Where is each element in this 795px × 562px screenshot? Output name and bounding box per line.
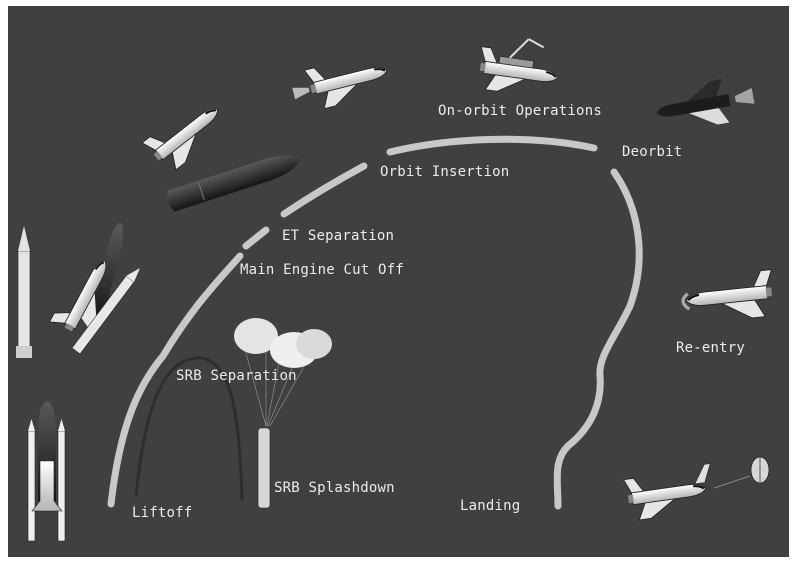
- drag-chute-icon: [714, 457, 769, 488]
- shuttle-separation-icon: [50, 223, 140, 354]
- shuttle-orbiting-icon: [289, 51, 392, 115]
- label-main-engine-cut-off: Main Engine Cut Off: [240, 262, 404, 278]
- mission-diagram: Liftoff SRB Separation SRB Splashdown Ma…: [8, 6, 789, 557]
- shuttle-ascending-icon: [142, 94, 231, 176]
- label-on-orbit-operations: On-orbit Operations: [438, 103, 602, 119]
- label-re-entry: Re-entry: [676, 340, 745, 356]
- label-srb-splashdown: SRB Splashdown: [274, 480, 395, 496]
- label-landing: Landing: [460, 498, 520, 514]
- label-et-separation: ET Separation: [282, 228, 394, 244]
- diagram-canvas: [8, 6, 789, 557]
- shuttle-stack-icon: [28, 401, 65, 541]
- solid-rocket-booster-icon: [16, 226, 32, 358]
- label-orbit-insertion: Orbit Insertion: [380, 164, 509, 180]
- shuttle-reentry-icon: [681, 270, 777, 325]
- label-srb-separation: SRB Separation: [176, 368, 297, 384]
- label-liftoff: Liftoff: [132, 505, 192, 521]
- shuttle-landed-icon: [623, 464, 717, 522]
- label-deorbit: Deorbit: [622, 144, 682, 160]
- shuttle-deorbit-icon: [653, 74, 757, 134]
- shuttle-payload-bay-icon: [475, 33, 562, 100]
